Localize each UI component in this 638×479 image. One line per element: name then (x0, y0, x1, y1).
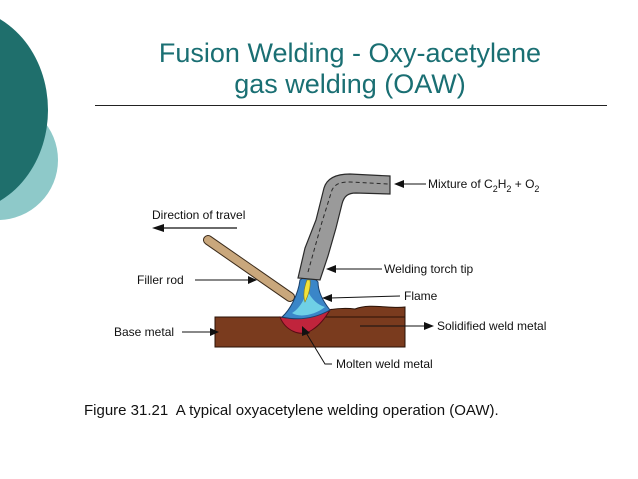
title-line-1: Fusion Welding - Oxy-acetylene (158, 38, 542, 68)
slide-title: Fusion Welding - Oxy-acetylene gas weldi… (95, 38, 605, 100)
leader-solidified-head (424, 322, 434, 330)
dark-teal-circle (0, 19, 48, 201)
filler-rod (204, 236, 294, 301)
mixture-sub2: 2 (506, 184, 511, 194)
leader-flame-head (322, 294, 332, 302)
direction-arrow-head (152, 224, 164, 232)
label-filler-rod: Filler rod (137, 273, 184, 287)
mixture-sub1: 2 (493, 184, 498, 194)
title-line-2: gas welding (OAW) (234, 69, 466, 99)
leader-mixture-head (394, 180, 404, 188)
leader-base-metal-head (210, 328, 219, 336)
flame-inner-cone (303, 279, 311, 303)
welding-torch (297, 173, 391, 281)
mixture-h: H (498, 177, 507, 191)
label-flame: Flame (404, 289, 438, 303)
leader-filler-rod-head (248, 276, 257, 284)
leader-molten-head (302, 326, 310, 336)
flame-inner-glow (292, 290, 325, 316)
label-base-metal: Base metal (114, 325, 174, 339)
figure-caption: Figure 31.21 A typical oxyacetylene weld… (84, 402, 499, 419)
mixture-plus-o: + O (511, 177, 534, 191)
oaw-diagram: Direction of travel Filler rod Base meta… (114, 173, 546, 371)
label-mixture: Mixture of C2H2 + O2 (428, 177, 539, 194)
leader-molten (304, 330, 332, 365)
decorative-circles (0, 19, 58, 220)
label-molten-weld-metal: Molten weld metal (336, 357, 433, 371)
leader-flame (329, 295, 401, 299)
title-underline (95, 105, 607, 106)
label-welding-torch-tip: Welding torch tip (384, 262, 473, 276)
torch-gas-channel (307, 181, 389, 273)
mixture-sub3: 2 (534, 184, 539, 194)
label-direction-of-travel: Direction of travel (152, 208, 245, 222)
label-solidified-weld-metal: Solidified weld metal (437, 319, 546, 333)
leader-torch-tip-head (326, 265, 336, 273)
mixture-prefix: Mixture of C (428, 177, 493, 191)
